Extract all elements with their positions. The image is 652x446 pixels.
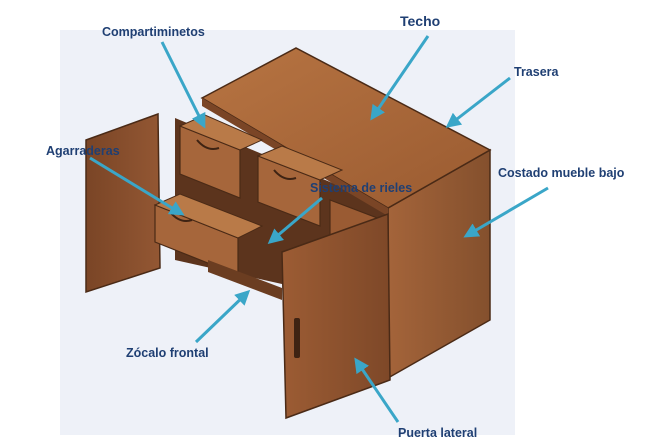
label-trasera: Trasera [514,65,560,79]
drawer-upper-left-handle [196,139,220,150]
label-compartimientos: Compartiminetos [102,25,205,39]
arrow-agarraderas [89,156,185,216]
arrow-compartimientos [160,41,206,129]
bottom-shelf [208,260,282,300]
callout-arrows [89,35,549,423]
label-costado: Costado mueble bajo [498,166,625,180]
arrow-zocalo [194,289,251,344]
arrow-costado [463,186,549,238]
arrow-trasera [445,76,511,128]
label-zocalo: Zócalo frontal [126,346,209,360]
drawer-upper-right-top [256,145,344,181]
label-rieles: Sistema de rieles [310,181,412,195]
label-techo: Techo [400,13,440,29]
arrow-puerta [354,357,400,423]
arrow-techo [370,35,430,121]
door-handle [294,318,300,358]
left-door [85,112,161,294]
label-agarraderas: Agarraderas [46,144,120,158]
label-puerta: Puerta lateral [398,426,477,440]
drawer-upper-right-handle [273,169,297,180]
arrow-rieles [267,196,323,244]
